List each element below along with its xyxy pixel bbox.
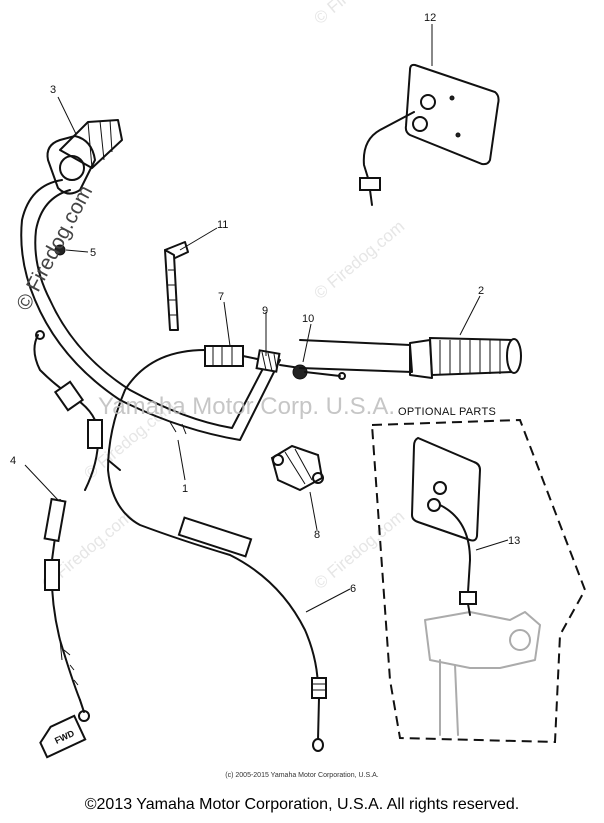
fwd-arrow-icon: FWD	[39, 714, 87, 759]
callout-1: 1	[182, 483, 188, 495]
callout-4: 4	[10, 455, 16, 467]
optional-parts-heading: OPTIONAL PARTS	[398, 406, 496, 418]
callout-labels: 3 11 12 2 7 9 10 5 4 1 8 6 13	[10, 12, 520, 595]
callout-6: 6	[350, 583, 356, 595]
callout-2: 2	[478, 285, 484, 297]
callout-13: 13	[508, 535, 520, 547]
part-11-band	[164, 241, 189, 331]
optional-lever-assembly	[424, 611, 541, 736]
callout-3: 3	[50, 84, 56, 96]
callout-8: 8	[314, 529, 320, 541]
part-3-left-grip	[46, 119, 123, 195]
firedog-watermark: © Firedog.com	[12, 182, 97, 315]
part-7-9-10-throttle-fittings	[204, 345, 346, 380]
optional-parts-box	[370, 418, 587, 744]
callout-5: 5	[90, 247, 96, 259]
part-13-optional-mirror	[410, 436, 482, 616]
yamaha-watermark: Yamaha Motor Corp. U.S.A.	[98, 393, 395, 420]
part-2-throttle-grip	[299, 336, 522, 379]
main-copyright: ©2013 Yamaha Motor Corporation, U.S.A. A…	[84, 796, 520, 813]
callout-11: 11	[217, 219, 228, 231]
part-1-handlebar	[20, 179, 281, 441]
watermark-tile: © Firedog.com	[310, 507, 408, 593]
part-4-clutch-cable	[33, 330, 103, 722]
callout-7: 7	[218, 291, 224, 303]
callout-9: 9	[262, 305, 268, 317]
callout-10: 10	[302, 313, 314, 325]
part-8-housing	[270, 444, 324, 492]
small-copyright: (c) 2005-2015 Yamaha Motor Corporation, …	[225, 772, 379, 779]
callout-12: 12	[424, 12, 436, 24]
watermark-tile: © Firedog.com	[310, 217, 408, 303]
leader-lines	[24, 24, 509, 613]
part-5-screw	[54, 244, 66, 256]
watermark-tile: © Firedog.com	[310, 0, 408, 28]
part-12-mirror	[359, 63, 500, 206]
part-6-throttle-cable	[107, 349, 327, 752]
